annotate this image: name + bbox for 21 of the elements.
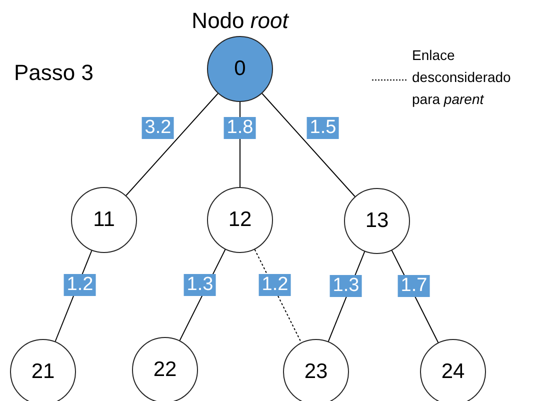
tree-node-circle: 21 [10,339,76,401]
tree-node-circle: 23 [283,339,349,401]
edge-weight-label: 1.7 [398,275,430,297]
edge-weight-label: 1.3 [184,274,216,296]
edge-weight-label: 1.2 [64,274,96,296]
tree-node-circle: 13 [344,188,410,254]
edge-weight-label: 1.5 [306,117,340,139]
tree-node-circle: 22 [132,337,198,401]
edge-weight-label: 1.2 [258,274,292,296]
connector-line [262,93,356,197]
tree-node-circle: 12 [207,187,273,253]
edge-weight-label: 3.2 [142,117,174,139]
edge-weight-label: 1.3 [330,275,362,297]
tree-node-circle: 11 [71,187,137,253]
node-caption: Nodo root [192,8,288,34]
legend-text: Enlace desconsiderado para parent [412,46,512,109]
edge-weight-label: 1.8 [224,117,256,139]
tree-node-circle: 0 [207,36,273,102]
connector-line [126,93,218,196]
diagram-title: Passo 3 [14,60,94,86]
tree-node-circle: 24 [420,339,486,401]
